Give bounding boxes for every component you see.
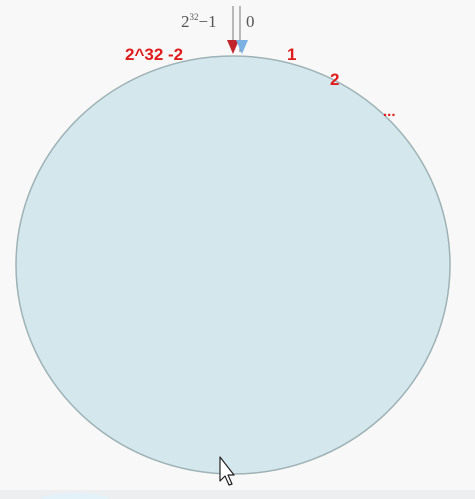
max-value-base: 2 (181, 12, 190, 31)
position-label-two: 2 (330, 70, 340, 89)
blue-arrow-icon (236, 40, 248, 54)
max-value-label: 232−1 (181, 12, 217, 31)
max-value-tail: −1 (198, 12, 217, 31)
bottom-decoration (40, 493, 110, 499)
mouse-pointer-icon (219, 456, 235, 486)
bottom-strip (0, 490, 475, 499)
zero-label: 0 (246, 12, 255, 31)
max-value-exponent: 32 (189, 12, 199, 22)
position-label-second-last: 2^32 -2 (125, 45, 184, 64)
red-arrow-icon (227, 40, 239, 54)
position-label-ellipsis: ... (383, 103, 396, 120)
position-label-one: 1 (287, 45, 297, 64)
